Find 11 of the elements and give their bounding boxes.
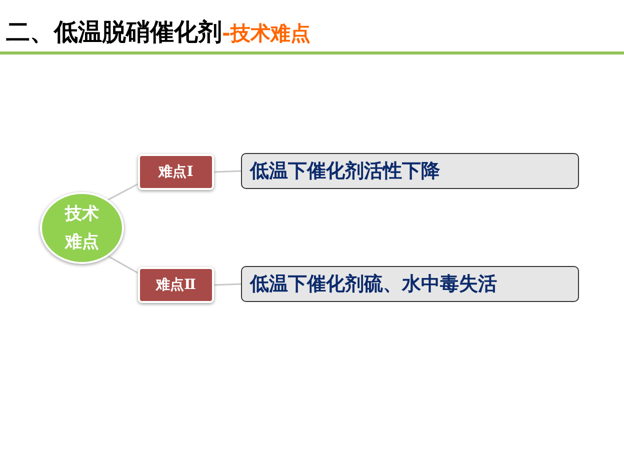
connector-line xyxy=(108,256,138,274)
topic-circle: 技术难点 xyxy=(40,192,124,264)
text-box: 低温下催化剂活性下降 xyxy=(241,153,579,189)
text-box: 低温下催化剂硫、水中毒失活 xyxy=(241,266,579,302)
point-badge: 难点Ⅰ xyxy=(138,154,214,190)
connector-line xyxy=(214,170,242,173)
title: 二、低温脱硝催化剂 xyxy=(6,18,222,46)
connector-line xyxy=(214,283,242,286)
subtitle: -技术难点 xyxy=(222,21,310,45)
point-badge: 难点Ⅱ xyxy=(138,267,214,303)
connector-line xyxy=(108,183,138,200)
